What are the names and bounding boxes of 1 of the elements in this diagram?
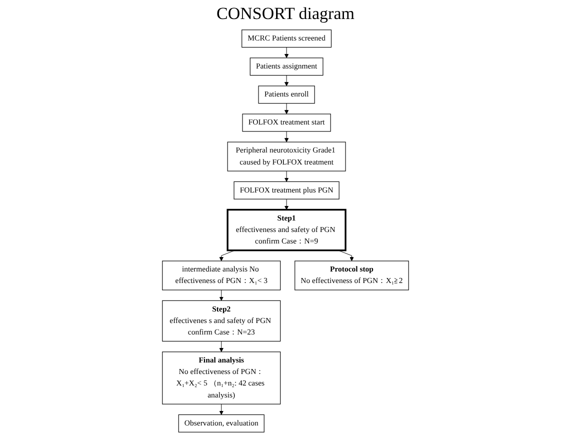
diagram-title: CONSORT diagram xyxy=(216,3,356,25)
